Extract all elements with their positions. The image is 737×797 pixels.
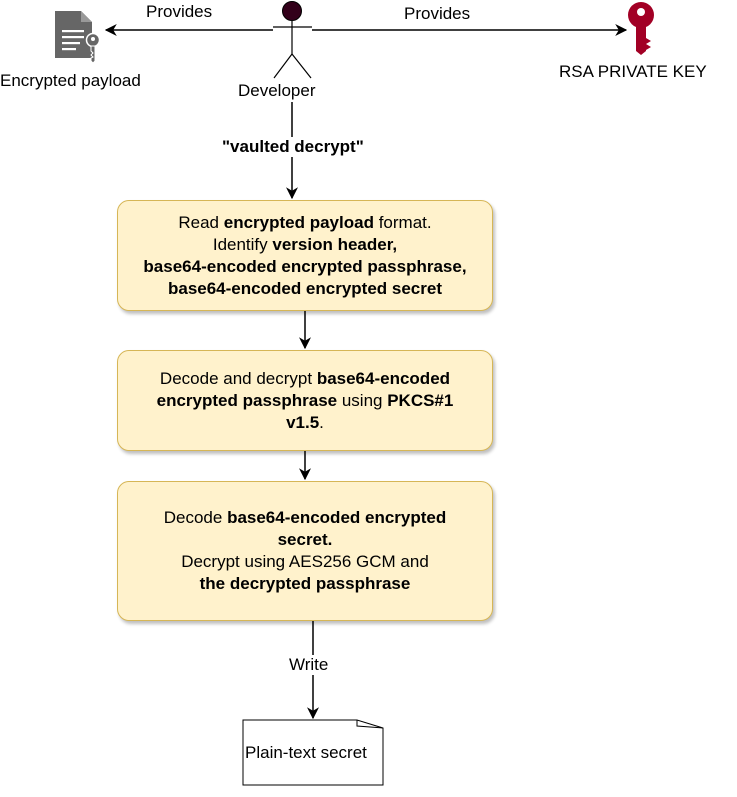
- step-text-segment: base64-encoded encrypted: [227, 508, 447, 527]
- step-text-line: v1.5.: [157, 412, 454, 434]
- step-text-segment: Decrypt using AES256 GCM and: [181, 552, 429, 571]
- step-text-segment: format.: [373, 212, 432, 232]
- step-text-segment: Decode: [163, 508, 228, 527]
- provides-right-label: Provides: [404, 4, 471, 24]
- step-text-line: base64-encoded encrypted secret: [143, 278, 466, 300]
- step-text-line: encrypted passphrase using PKCS#1: [157, 390, 454, 412]
- step-text-line: Decode base64-encoded encrypted: [164, 507, 447, 529]
- step-text-segment: Read: [178, 212, 224, 232]
- step-text-segment: encrypted payload: [223, 212, 374, 232]
- step-text-segment: v1.5: [286, 412, 320, 432]
- output-note-shape: [242, 719, 384, 786]
- encrypted-payload-label: Encrypted payload: [0, 71, 141, 91]
- provides-left-label: Provides: [146, 2, 213, 22]
- key-icon: [628, 2, 654, 55]
- output-label: Plain-text secret: [245, 743, 367, 762]
- command-label: "vaulted decrypt": [222, 137, 364, 157]
- write-label: Write: [289, 655, 329, 675]
- step-text-line: base64-encoded encrypted passphrase,: [143, 256, 466, 278]
- step-text-segment: base64-encoded encrypted passphrase,: [143, 256, 467, 276]
- developer-actor-icon: [273, 1, 312, 79]
- private-key-label: RSA PRIVATE KEY: [559, 62, 707, 82]
- document-key-icon: [55, 11, 101, 64]
- step-text-line: Decode and decrypt base64-encoded: [157, 368, 454, 390]
- step-text-segment: using: [337, 390, 388, 410]
- step-text-segment: Identify: [212, 234, 273, 254]
- step-text-segment: secret.: [277, 530, 333, 549]
- step-text-segment: version header,: [272, 234, 398, 254]
- step-text-segment: the decrypted passphrase: [199, 574, 411, 593]
- step-text-line: Decrypt using AES256 GCM and: [164, 551, 447, 573]
- step-text-line: the decrypted passphrase: [164, 573, 447, 595]
- step-text-line: Read encrypted payload format.: [143, 212, 466, 234]
- step-read-payload: Read encrypted payload format.Identify v…: [117, 200, 493, 311]
- step-text-segment: base64-encoded: [316, 368, 451, 388]
- step-text-segment: .: [319, 412, 324, 432]
- step-text-segment: Decode and decrypt: [159, 368, 317, 388]
- step-text-segment: PKCS#1: [387, 390, 454, 410]
- developer-label: Developer: [238, 81, 316, 101]
- step-text-line: secret.: [164, 529, 447, 551]
- step-text-line: Identify version header,: [143, 234, 466, 256]
- step-text-segment: base64-encoded encrypted secret: [167, 278, 442, 298]
- step-text-segment: encrypted passphrase: [156, 390, 338, 410]
